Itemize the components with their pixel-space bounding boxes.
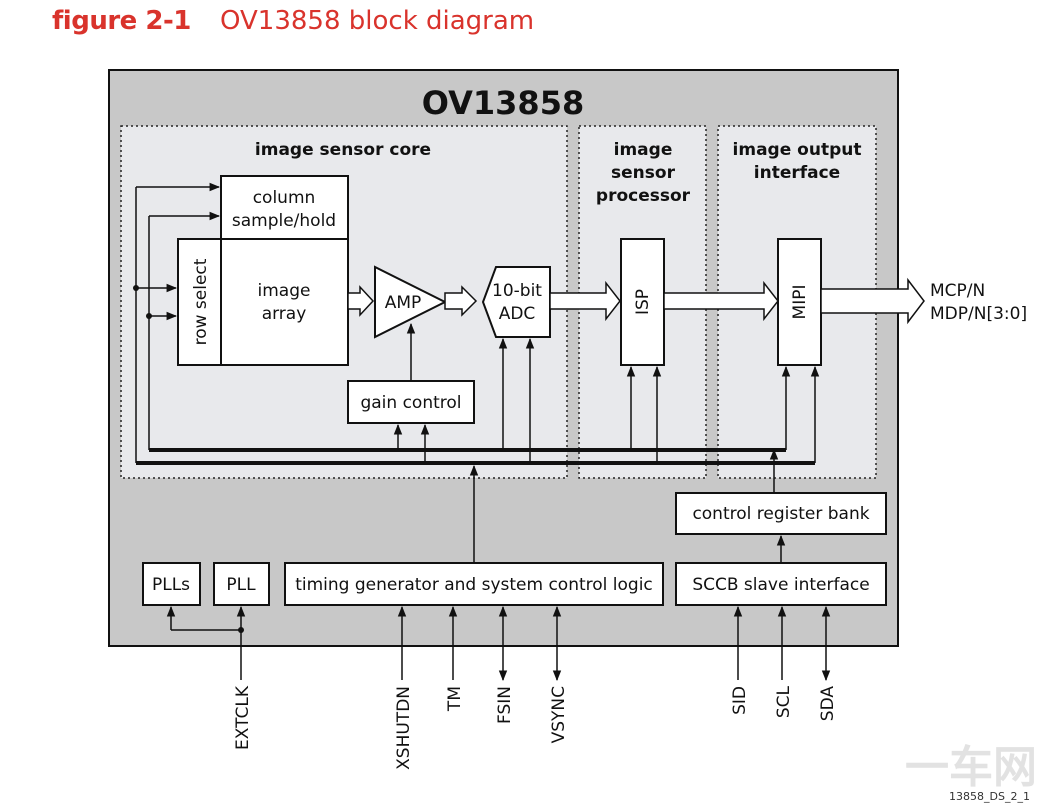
pin-sda: SDA [818,686,838,722]
pin-fsin: FSIN [495,686,515,724]
section-title-isp-2: sensor [611,163,676,183]
row-select-block [177,238,222,366]
junction-dot-extclk [238,627,244,633]
gain-control-label: gain control [360,393,461,413]
figure-title: OV13858 block diagram [220,6,535,36]
plls-label: PLLs [152,575,190,595]
column-label-1: column [253,188,316,208]
section-title-isp-3: processor [596,186,691,206]
adc-label-2: ADC [499,304,536,324]
arrow-adc-to-isp [549,280,621,322]
watermark: 一车网 [905,742,1037,793]
column-label-2: sample/hold [232,211,336,231]
control-register-bank-label: control register bank [692,504,869,524]
mipi-block [777,238,822,366]
chip-name: OV13858 [422,84,584,122]
timing-generator-block [284,562,664,606]
adc-block [481,266,551,338]
pin-scl: SCL [774,685,794,718]
image-array-label-2: array [262,304,307,324]
pin-tm: TM [445,686,465,712]
section-title-output-1: image output [733,140,862,160]
pin-xshutdn: XSHUTDN [394,686,414,770]
document-id: 13858_DS_2_1 [949,790,1030,803]
adc-label-1: 10-bit [492,281,542,301]
arrow-array-to-amp [347,285,375,317]
output-mcp: MCP/N [930,281,985,301]
amp-block [374,265,448,339]
control-register-bank-block [675,492,887,535]
arrow-mipi-to-output [820,277,925,325]
sccb-label: SCCB slave interface [692,575,869,595]
section-title-isp-1: image [614,140,673,160]
isp-label: ISP [633,289,653,315]
sccb-block [675,562,887,606]
image-array-label-1: image [258,281,311,301]
row-select-label: row select [191,258,211,345]
arrow-amp-to-adc [444,285,478,317]
gain-control-block [347,380,475,424]
pll-block [213,562,270,606]
pll-label: PLL [226,575,256,595]
arrow-isp-to-mipi [663,280,779,322]
section-title-output-2: interface [754,163,840,183]
plls-block [142,562,201,606]
timing-generator-label: timing generator and system control logi… [295,575,653,595]
pin-sid: SID [730,686,750,715]
image-array-block [220,238,349,366]
pin-vsync: VSYNC [549,686,569,743]
mipi-label: MIPI [790,285,810,320]
output-mdp: MDP/N[3:0] [930,304,1027,324]
section-title-sensor-core: image sensor core [255,140,431,160]
pin-extclk: EXTCLK [233,685,253,750]
amp-label: AMP [385,293,422,313]
figure-label: figure 2-1 [52,6,191,36]
